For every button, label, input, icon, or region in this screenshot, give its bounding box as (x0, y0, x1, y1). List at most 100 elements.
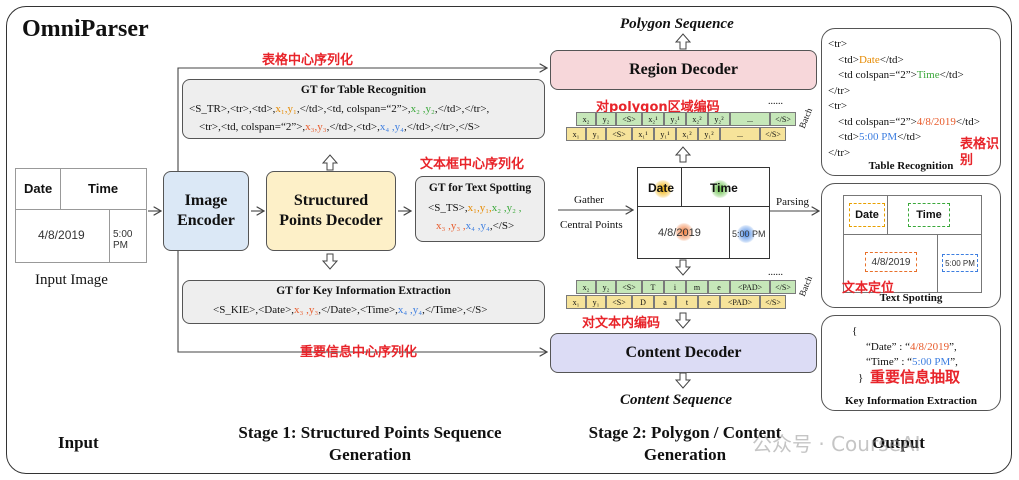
kie-seg: ”, (950, 356, 958, 368)
stage2-line2: Generation (643, 445, 727, 464)
ot-l4: </tr> (828, 84, 851, 97)
gt-table-seg: ,</td>,</tr>,</S> (404, 121, 481, 133)
structured-decoder-line2: Points Decoder (279, 212, 383, 229)
parsing-label: Parsing (776, 196, 809, 208)
kie-open: { (852, 325, 858, 337)
gt-table-box: GT for Table Recognition <S_TR>,<tr>,<td… (182, 79, 545, 139)
token: <PAD> (720, 295, 760, 309)
content-decoder: Content Decoder (550, 333, 817, 373)
token: i (664, 280, 686, 294)
gt-text-coord: x₂ ,y₂ , (491, 202, 522, 214)
token: y₂ (596, 280, 616, 294)
token: x₂² (686, 112, 708, 126)
kie-seg: “Date” : “ (866, 341, 910, 353)
token: </S> (770, 280, 796, 294)
bottom-output-label: Output (872, 433, 925, 452)
kie-date-line: “Date” : “4/8/2019”, (866, 340, 957, 355)
watermark: 公众号 · CourseAI (752, 432, 921, 456)
central-time-label: Time (710, 181, 738, 195)
kie-value: 4/8/2019 (909, 341, 950, 353)
ts-date-value-box: 4/8/2019 (865, 252, 917, 272)
structured-decoder-line1: Structured (293, 192, 369, 209)
token: </S> (760, 127, 786, 141)
token: </S> (760, 295, 786, 309)
gt-kie-seg: <S_KIE>,<Date>, (213, 304, 295, 316)
gt-text-seg: ,</S> (489, 220, 515, 232)
kie-time-line: “Time” : “5:00 PM”, (866, 355, 958, 370)
ot-value: 5:00 PM (858, 131, 898, 143)
ot-l1: <tr> (828, 38, 848, 50)
output-table-caption: Table Recognition (868, 160, 954, 172)
token: <S> (606, 127, 632, 141)
ot-l3: <td colspan=“2”>Time</td> (828, 68, 980, 84)
gt-table-coord: x₂ ,y₂ (410, 103, 435, 115)
ot-seg: <td> (838, 131, 859, 143)
gt-table-line1: <S_TR>,<tr>,<td>,x₁,y₁,</td>,<td, colspa… (189, 103, 489, 115)
ot-seg: </td> (897, 131, 922, 143)
token: y₁ (586, 295, 606, 309)
region-decoder: Region Decoder (550, 50, 817, 90)
token: x₁ (566, 295, 586, 309)
image-encoder-line2: Encoder (177, 212, 235, 229)
kie-value: 5:00 PM (912, 356, 951, 368)
gt-table-title: GT for Table Recognition (300, 84, 427, 96)
central-date-value: 4/8/2019 (658, 227, 701, 239)
token: e (698, 295, 720, 309)
token: x₂ (576, 280, 596, 294)
gt-kie-seg: ,</Time>,</S> (422, 304, 488, 316)
label-table-recognition-cn: 表格识别 (960, 137, 1000, 168)
central-points-label: Central Points (560, 219, 623, 231)
page-title: OmniParser (22, 16, 149, 42)
stage1-line1: Stage 1: Structured Points Sequence (238, 423, 502, 442)
gt-kie-box: GT for Key Information Extraction <S_KIE… (182, 280, 545, 324)
gt-kie-coord: x₃ ,y₃ (294, 304, 319, 316)
output-text-spotting: Date Time 4/8/2019 5:00 PM 文本定位 Text Spo… (821, 183, 1001, 308)
central-time-value: 5:00 PM (732, 229, 766, 239)
kie-seg: ”, (949, 341, 957, 353)
token: x₁ (566, 127, 586, 141)
ot-seg: </td> (879, 53, 904, 66)
content-sequence-label: Content Sequence (620, 392, 733, 408)
gt-text-box: GT for Text Spotting <S_TS>,x₁,y₁,x₂ ,y₂… (415, 176, 545, 242)
label-text-serialization: 文本框中心序列化 (420, 157, 525, 172)
ot-l8: </tr> (828, 146, 851, 159)
token: T (642, 280, 664, 294)
token: y₂ (596, 112, 616, 126)
ot-value: Date (858, 53, 880, 66)
gt-table-seg: <tr>,<td, colspan=“2”>, (199, 121, 306, 133)
ts-time-value-box: 5:00 PM (942, 254, 978, 272)
gt-kie-title: GT for Key Information Extraction (276, 285, 451, 297)
input-time-value: 5:00 PM (113, 229, 133, 251)
gather-label: Gather (574, 194, 604, 206)
gt-table-seg: ,</td>,<td>, (326, 121, 380, 133)
gt-text-coord: x₄ ,y₄ (465, 220, 490, 232)
image-encoder-line1: Image (184, 192, 228, 209)
input-time-label: Time (88, 181, 119, 196)
token: <S> (616, 112, 642, 126)
ot-seg: <td colspan=“2”> (838, 69, 917, 81)
content-dots: ...... (768, 267, 783, 278)
token: y₂² (708, 112, 730, 126)
token: y₁² (698, 127, 720, 141)
output-kie-caption: Key Information Extraction (845, 395, 977, 407)
main-frame (6, 6, 1012, 474)
ot-l2: <td>Date</td> (828, 53, 980, 69)
ot-seg: <td> (838, 53, 859, 66)
input-image-caption: Input Image (35, 272, 108, 288)
token: ... (720, 127, 760, 141)
token: x₁¹ (632, 127, 654, 141)
ts-date-box: Date (849, 203, 885, 227)
token: <PAD> (730, 280, 770, 294)
label-text-loc-cn: 文本定位 (842, 281, 895, 296)
stage2-label: Stage 2: Polygon / Content Generation (560, 422, 810, 466)
image-encoder: Image Encoder (163, 171, 249, 251)
output-text-caption: Text Spotting (879, 292, 943, 304)
gt-table-seg: ,</td>,</tr>, (434, 103, 490, 115)
label-kie-cn: 重要信息抽取 (870, 368, 961, 386)
ot-seg: </td> (939, 69, 964, 81)
kie-close: } (858, 372, 864, 384)
output-kie: { “Date” : “4/8/2019”, “Time” : “5:00 PM… (821, 315, 1001, 411)
label-table-serialization: 表格中心序列化 (262, 53, 354, 68)
input-date-value: 4/8/2019 (38, 228, 85, 242)
